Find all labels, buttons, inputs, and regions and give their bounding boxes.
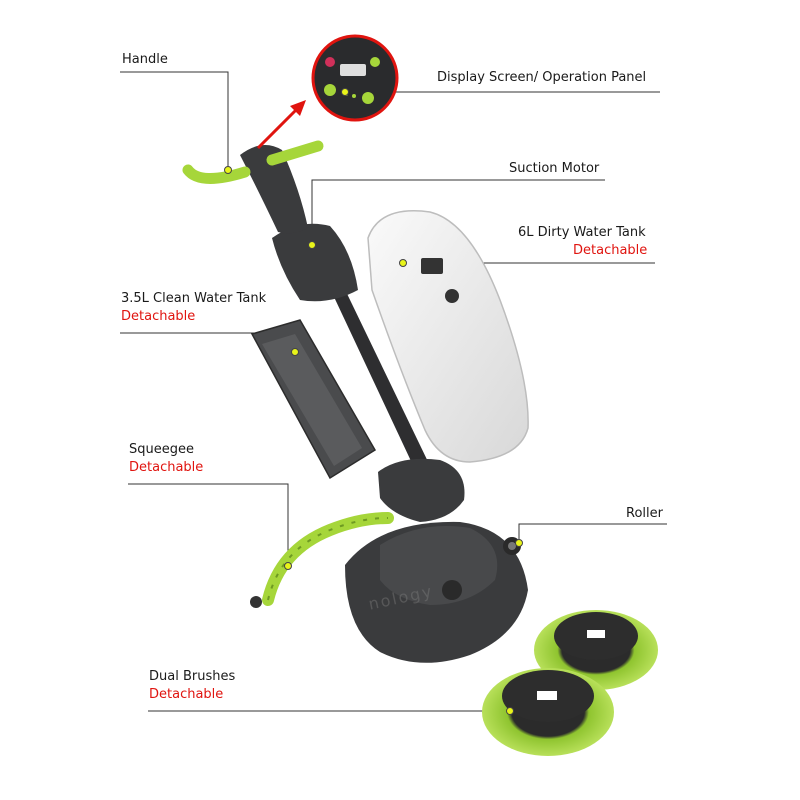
label-clean-tank-detachable: Detachable [121,309,196,324]
label-display: Display Screen/ Operation Panel [437,70,647,85]
dot-dirty-tank [399,259,407,267]
handle-bar-left [182,164,251,184]
label-dirty-tank: 6L Dirty Water Tank [518,225,646,240]
base-knob [442,580,462,600]
dot-roller [515,539,523,547]
power-button [325,57,335,67]
label-handle: Handle [122,52,168,67]
handle-bar-right [266,140,324,166]
dual-brushes [482,610,658,756]
brush-front-hub [537,691,557,700]
label-brushes: Dual Brushes [149,669,236,684]
leader-squeegee [128,483,289,565]
dot-clean-tank [291,348,299,356]
dirty-tank-cap [445,289,459,303]
dirty-water-tank [367,210,529,463]
handle [182,140,324,234]
display-screen [340,64,366,76]
label-clean-tank: 3.5L Clean Water Tank [121,291,267,306]
squeegee-wheel [250,596,262,608]
base-top [380,526,498,605]
mode-button [370,57,380,67]
pole [312,246,432,476]
callout-dots [224,88,523,715]
clean-tank-front [262,334,362,466]
dot-squeegee [284,562,292,570]
leader-roller [518,523,667,543]
motor-base [378,458,465,522]
dirty-tank-latch [421,258,443,274]
label-suction-motor: Suction Motor [509,161,600,176]
roller-wheel-hub [508,542,516,550]
squeegee [250,512,394,608]
dot-brushes [506,707,514,715]
label-roller: Roller [626,506,663,521]
label-dirty-tank-detachable: Detachable [573,243,648,258]
display-callout [311,34,399,122]
label-brushes-detachable: Detachable [149,687,224,702]
motor-shell [272,223,358,302]
callout-ring [311,34,399,122]
dirty-tank-body [367,210,529,463]
label-squeegee-detachable: Detachable [129,460,204,475]
suction-motor-housing [272,223,465,522]
indicator-dot [352,94,356,98]
pointer-arrow [256,100,306,150]
minus-button [324,84,336,96]
handle-neck [240,145,308,234]
dot-display [341,88,349,96]
plus-button [362,92,374,104]
squeegee-edge [267,517,389,601]
leader-handle [120,71,229,170]
leader-suction-motor [311,179,605,244]
dot-handle [224,166,232,174]
brush-back-hub [587,630,605,638]
clean-water-tank [250,319,377,480]
dot-suction-motor [308,241,316,249]
base-body [345,521,528,663]
label-squeegee: Squeegee [129,442,194,457]
